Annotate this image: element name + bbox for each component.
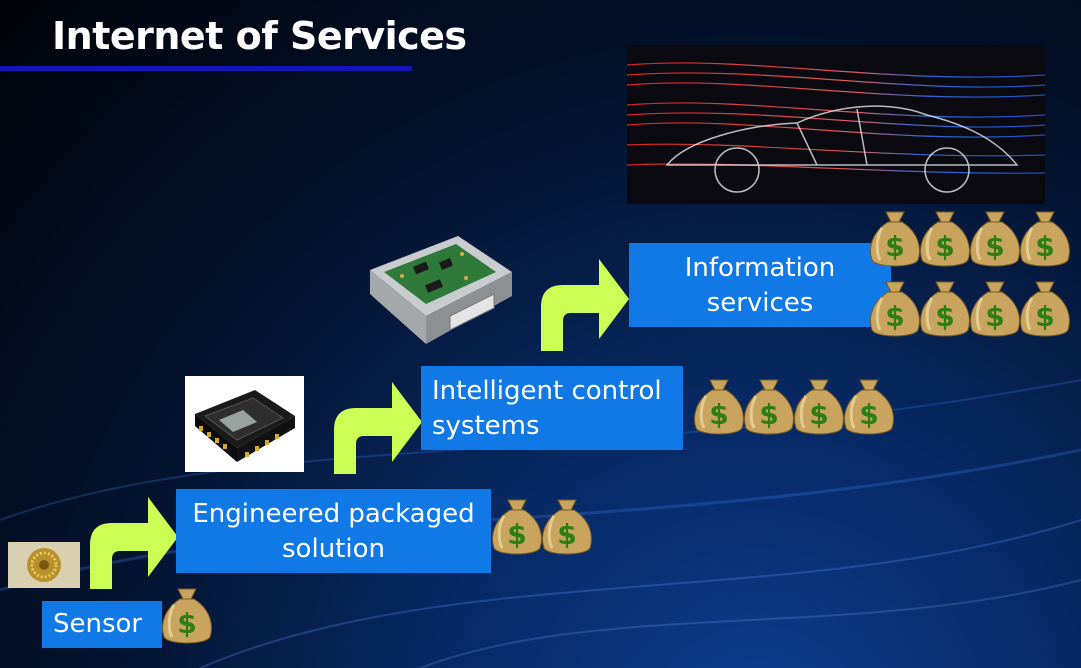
stage-packaged-line1: Engineered packaged	[192, 499, 475, 529]
money-bag-icon: $	[920, 281, 970, 337]
money-bag-icon: $	[794, 379, 844, 435]
stage-info-line2: services	[706, 288, 814, 318]
money-bag-icon: $	[162, 588, 212, 644]
money-bag-icon: $	[1020, 211, 1070, 267]
control-module-image	[370, 236, 512, 344]
money-bag-icon: $	[744, 379, 794, 435]
dollar-sign: $	[985, 230, 1004, 263]
money-bag-icon: $	[542, 499, 592, 555]
money-bag-icon: $	[970, 281, 1020, 337]
arrow-sensor-to-packaged	[90, 497, 178, 589]
stage-control-line1: Intelligent control	[432, 376, 662, 406]
money-bag-icon: $	[1020, 281, 1070, 337]
dollar-sign: $	[935, 300, 954, 333]
dollar-sign: $	[809, 398, 828, 431]
dollar-sign: $	[985, 300, 1004, 333]
dollar-sign: $	[177, 607, 196, 640]
money-bag-icon: $	[870, 211, 920, 267]
arrow-packaged-to-control	[334, 382, 422, 474]
stage-sensor: Sensor	[42, 601, 162, 648]
arrow-control-to-info	[541, 259, 629, 351]
dollar-sign: $	[709, 398, 728, 431]
chip-image	[185, 376, 304, 472]
stage-control: Intelligent control systems	[421, 366, 683, 450]
dollar-sign: $	[1035, 230, 1054, 263]
stage-info: Information services	[629, 243, 891, 327]
sensor-image	[8, 542, 80, 588]
stage-control-line2: systems	[432, 411, 540, 441]
money-bag-icon: $	[492, 499, 542, 555]
money-bag-icon: $	[970, 211, 1020, 267]
dollar-sign: $	[859, 398, 878, 431]
money-bag-icon: $	[844, 379, 894, 435]
dollar-sign: $	[935, 230, 954, 263]
dollar-sign: $	[557, 518, 576, 551]
stage-sensor-label: Sensor	[53, 609, 143, 639]
money-bag-icon: $	[920, 211, 970, 267]
dollar-sign: $	[759, 398, 778, 431]
dollar-sign: $	[507, 518, 526, 551]
slide-title: Internet of Services	[52, 14, 467, 58]
title-underline	[0, 66, 412, 71]
dollar-sign: $	[885, 300, 904, 333]
stage-info-line1: Information	[684, 253, 836, 283]
dollar-sign: $	[1035, 300, 1054, 333]
car-airflow-image	[627, 45, 1045, 204]
stage-packaged-line2: solution	[282, 534, 385, 564]
money-bag-icon: $	[694, 379, 744, 435]
money-bag-icon: $	[870, 281, 920, 337]
stage-packaged: Engineered packaged solution	[176, 489, 491, 573]
dollar-sign: $	[885, 230, 904, 263]
